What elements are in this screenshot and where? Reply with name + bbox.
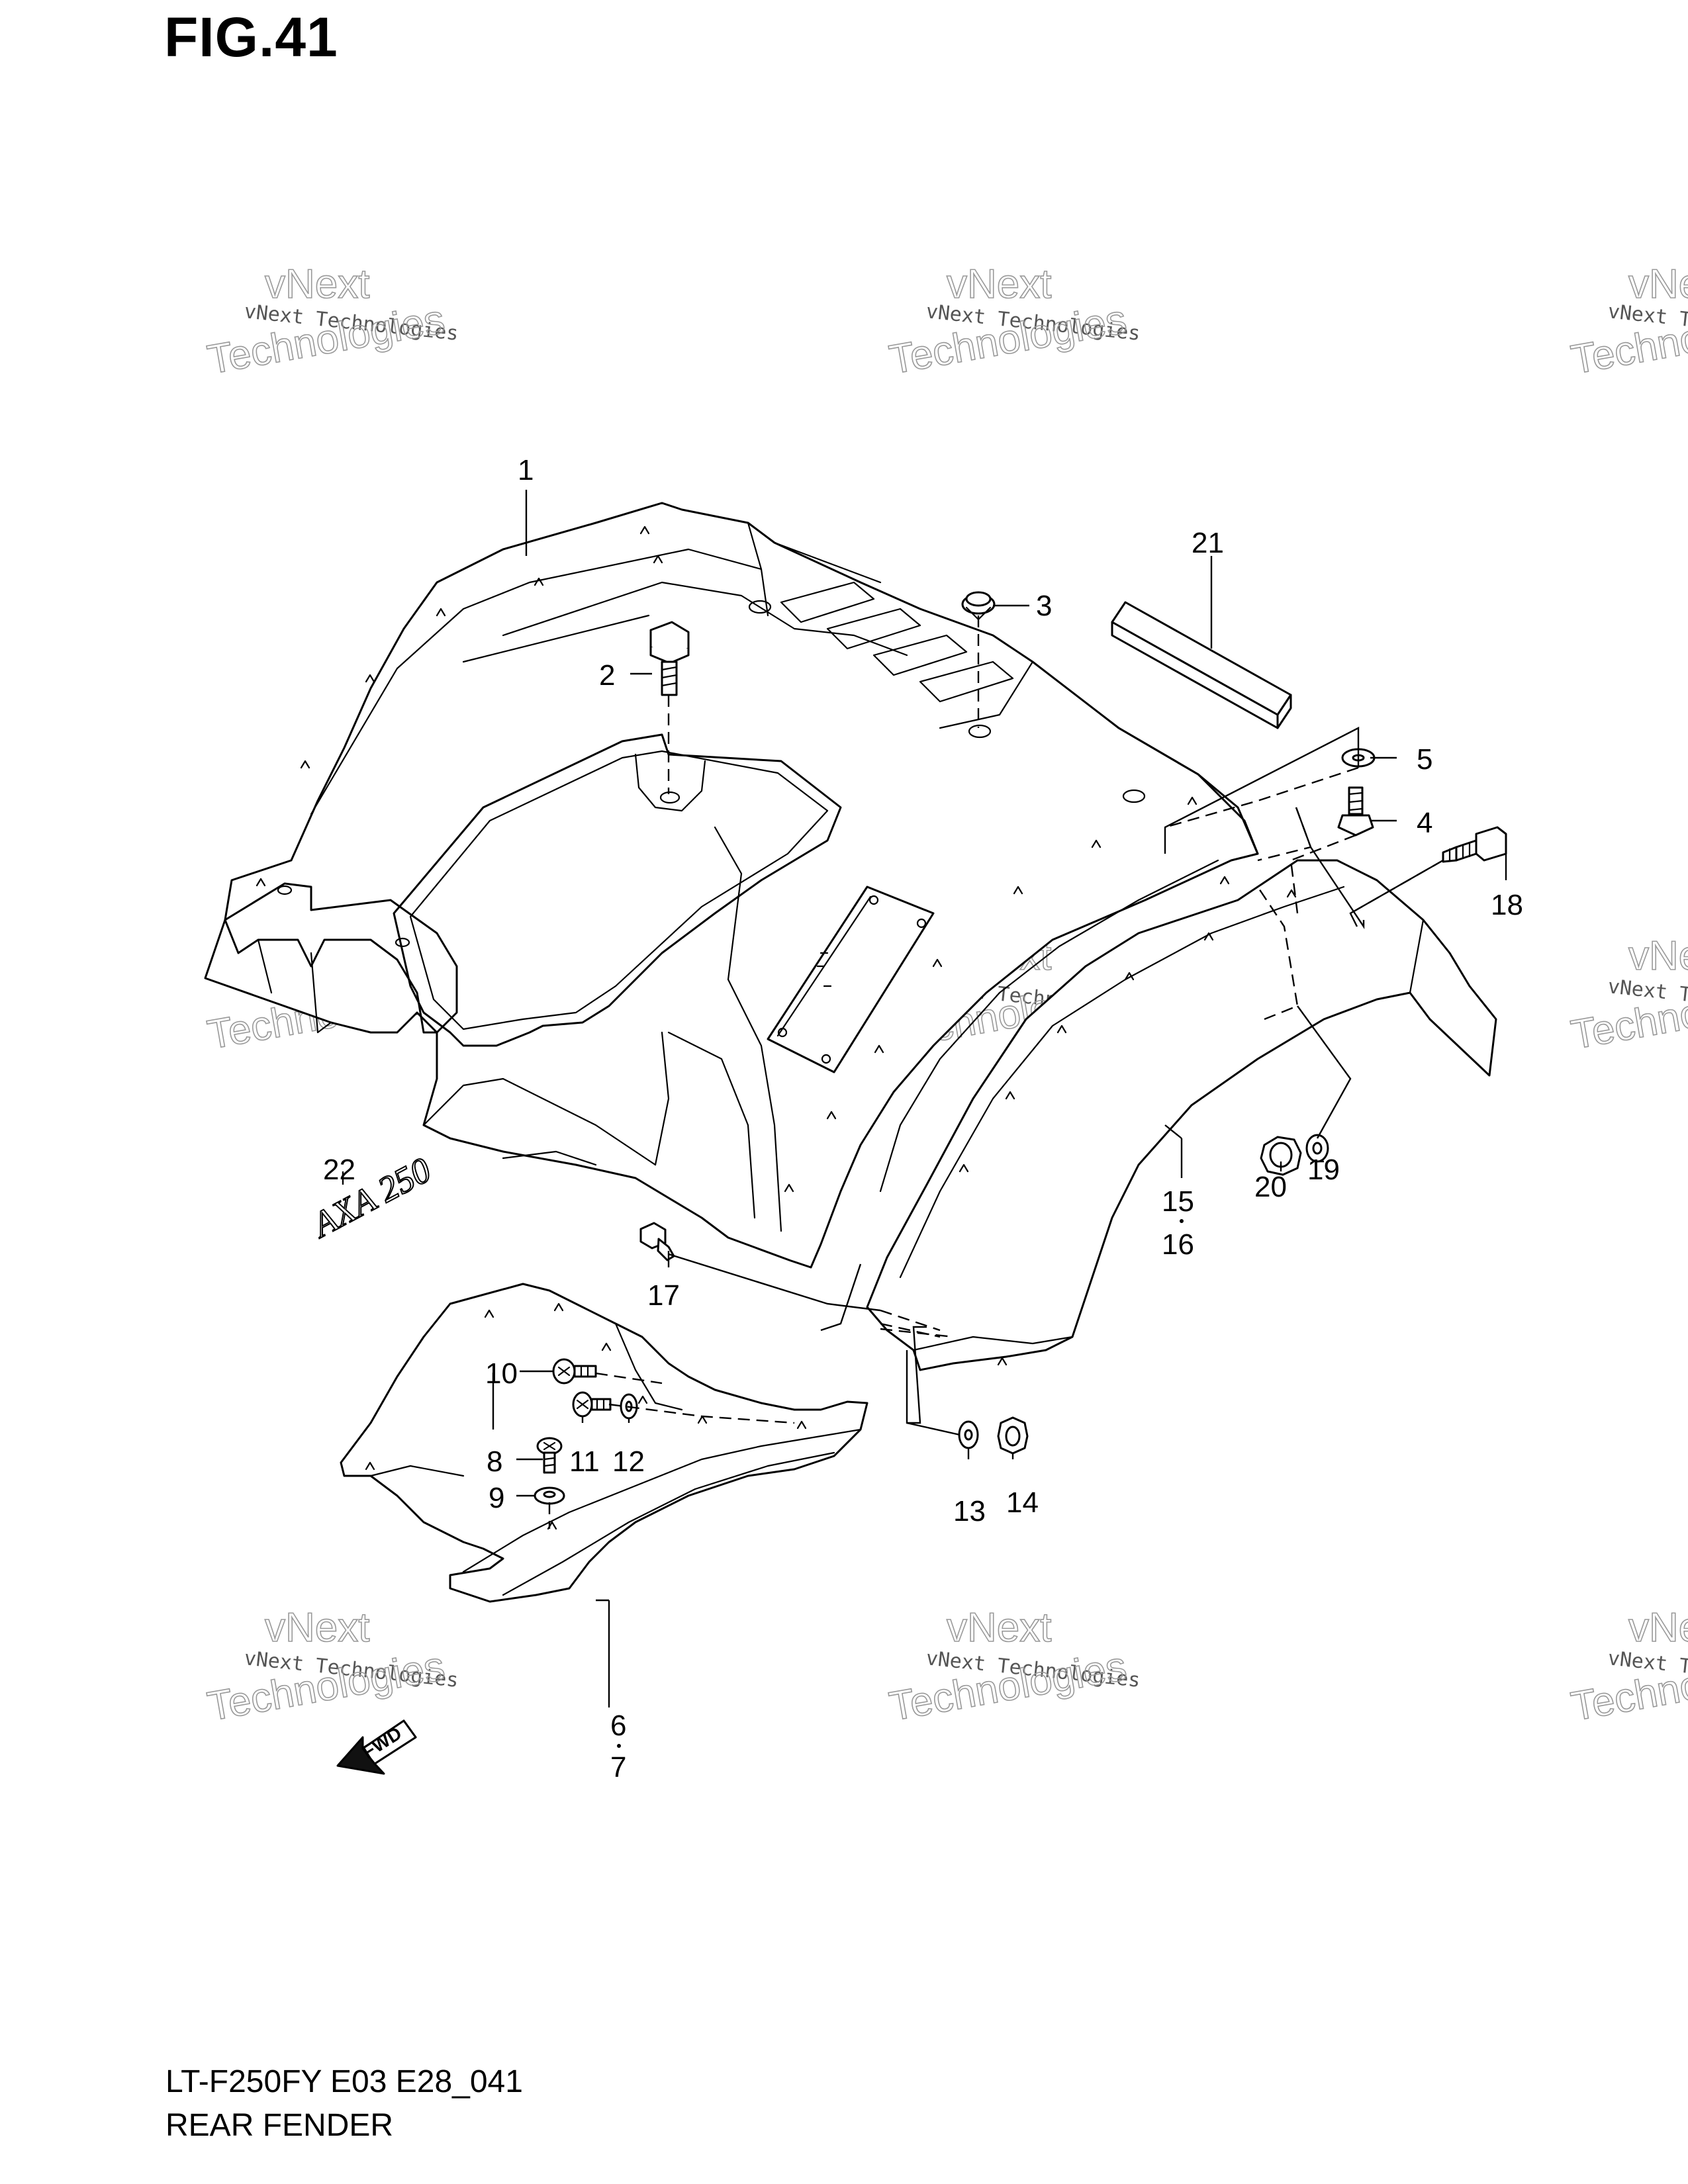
watermark: vNext vNext Technologies Technologies bbox=[886, 261, 1142, 383]
grommet-3[interactable] bbox=[961, 591, 996, 621]
callout-15: 15 bbox=[1162, 1185, 1194, 1218]
screw-10[interactable] bbox=[552, 1358, 597, 1385]
leader-lines bbox=[342, 490, 1507, 1707]
watermark-text: vNext bbox=[265, 1605, 369, 1651]
bolt-2[interactable] bbox=[649, 621, 690, 696]
callout-6: 6 bbox=[610, 1709, 626, 1742]
watermark: vNext vNext Technologies Technologies bbox=[1568, 261, 1688, 383]
callout-3: 3 bbox=[1036, 590, 1052, 622]
watermark-text: vNext bbox=[1628, 261, 1688, 307]
watermark-text: vNext bbox=[947, 261, 1051, 307]
watermark-text: vNext bbox=[1628, 933, 1688, 979]
watermark: vNext vNext Technologies Technologies bbox=[1568, 933, 1688, 1058]
watermark: vNext vNext Technologies Technologies bbox=[204, 1604, 460, 1730]
callout-dot bbox=[1180, 1219, 1184, 1223]
callout-2: 2 bbox=[599, 659, 615, 692]
screw-8[interactable] bbox=[536, 1437, 563, 1474]
watermark-text: vNext bbox=[1628, 1605, 1688, 1651]
callout-18: 18 bbox=[1491, 889, 1523, 921]
figure-name: REAR FENDER bbox=[165, 2108, 394, 2143]
nut-14[interactable] bbox=[997, 1416, 1029, 1455]
callout-20: 20 bbox=[1254, 1171, 1287, 1203]
callout-21: 21 bbox=[1192, 527, 1224, 559]
callout-1: 1 bbox=[518, 454, 534, 486]
callout-11: 11 bbox=[569, 1445, 600, 1478]
rear-fender-body[interactable] bbox=[204, 502, 1259, 1269]
fwd-arrow: FWD bbox=[336, 1719, 417, 1775]
callout-4: 4 bbox=[1417, 807, 1432, 839]
washer-13[interactable] bbox=[958, 1420, 979, 1449]
callout-14: 14 bbox=[1006, 1486, 1039, 1519]
assembly-dashed-lines bbox=[548, 615, 1444, 1529]
callout-8: 8 bbox=[487, 1445, 502, 1478]
watermark-text: vNext bbox=[947, 1605, 1051, 1651]
callout-13: 13 bbox=[953, 1495, 986, 1527]
callout-19: 19 bbox=[1307, 1154, 1340, 1186]
callout-labels: 1 2 3 4 5 6 7 8 9 10 11 12 13 14 15 16 1… bbox=[323, 454, 1523, 1784]
watermark: vNext vNext Technologies Technologies bbox=[1568, 1604, 1688, 1730]
model-code: LT-F250FY E03 E28_041 bbox=[165, 2064, 523, 2099]
callout-16: 16 bbox=[1162, 1228, 1194, 1261]
nut-20[interactable] bbox=[1260, 1136, 1302, 1176]
callout-dot bbox=[617, 1744, 621, 1748]
screw-11[interactable] bbox=[572, 1391, 612, 1418]
callout-7: 7 bbox=[610, 1751, 626, 1784]
bolt-4[interactable] bbox=[1337, 786, 1374, 837]
callout-5: 5 bbox=[1417, 743, 1432, 776]
clip-9[interactable] bbox=[534, 1486, 565, 1505]
callout-10: 10 bbox=[485, 1357, 518, 1390]
watermark: vNext vNext Technologies Technologies bbox=[886, 1604, 1142, 1730]
bolt-18[interactable] bbox=[1442, 826, 1507, 863]
lower-mud-guard[interactable] bbox=[340, 1283, 868, 1603]
rear-fender-side-mudguard[interactable] bbox=[866, 859, 1497, 1371]
cushion-strip[interactable] bbox=[1111, 601, 1292, 729]
watermark: vNext vNext Technologies Technologies bbox=[204, 261, 460, 383]
callout-9: 9 bbox=[489, 1482, 504, 1514]
figure-title: FIG.41 bbox=[164, 6, 338, 68]
callout-22: 22 bbox=[323, 1154, 355, 1186]
callout-12: 12 bbox=[612, 1445, 645, 1478]
callout-17: 17 bbox=[647, 1279, 680, 1312]
watermark-text: vNext bbox=[265, 261, 369, 307]
